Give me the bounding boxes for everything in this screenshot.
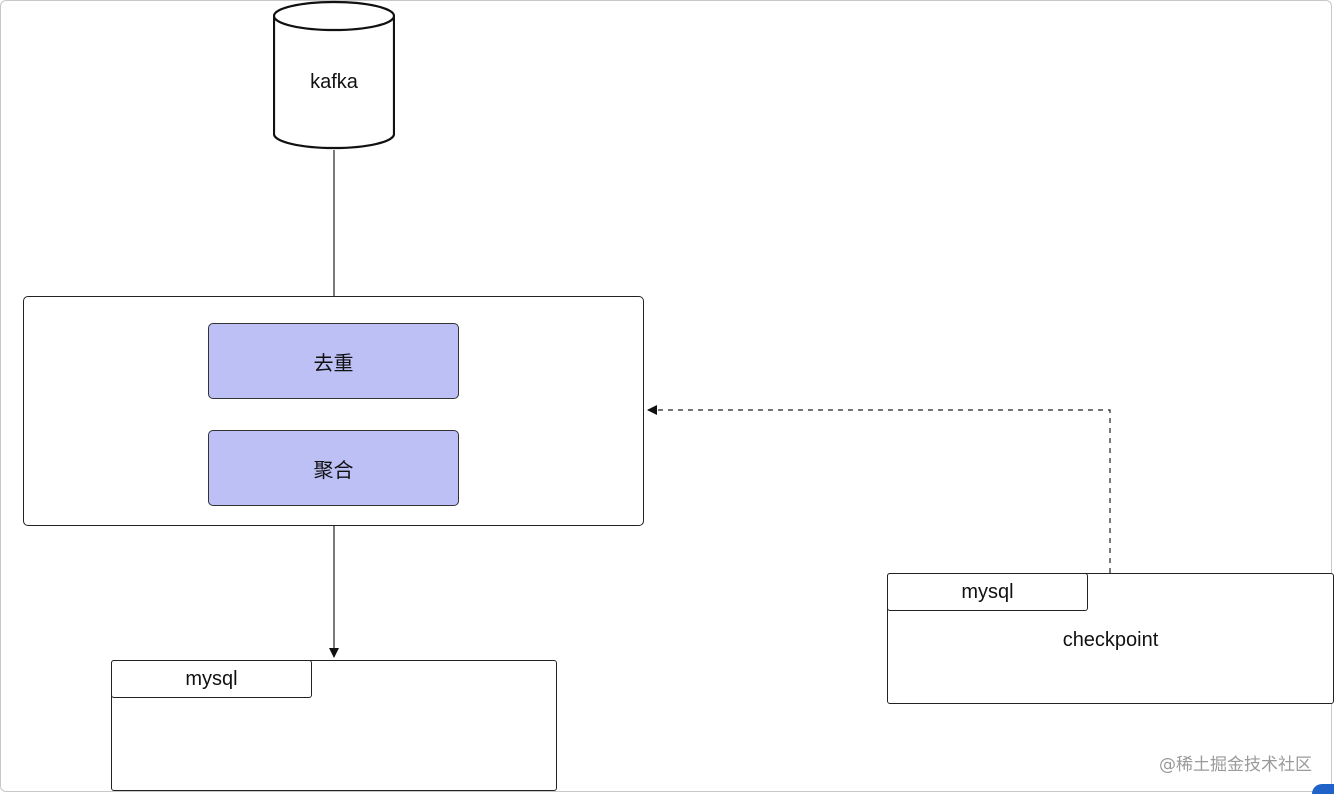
corner-accent xyxy=(1312,784,1334,794)
watermark-text: @稀土掘金技术社区 xyxy=(1159,755,1312,775)
kafka-cylinder xyxy=(273,0,395,150)
checkpoint-restore-dashed-arrow xyxy=(647,405,1111,573)
dedup-label: 去重 xyxy=(313,352,354,375)
mysql-output-label: mysql xyxy=(185,667,238,690)
aggregate-label: 聚合 xyxy=(313,459,354,482)
kafka-label: kafka xyxy=(310,71,358,93)
aggregate-operator: 聚合 xyxy=(208,430,459,506)
mysql-checkpoint-tab: mysql xyxy=(887,573,1088,611)
mysql-output-tab: mysql xyxy=(111,660,312,698)
checkpoint-label: checkpoint xyxy=(1062,629,1159,651)
dedup-operator: 去重 xyxy=(208,323,459,399)
mysql-checkpoint-label: mysql xyxy=(961,580,1014,603)
